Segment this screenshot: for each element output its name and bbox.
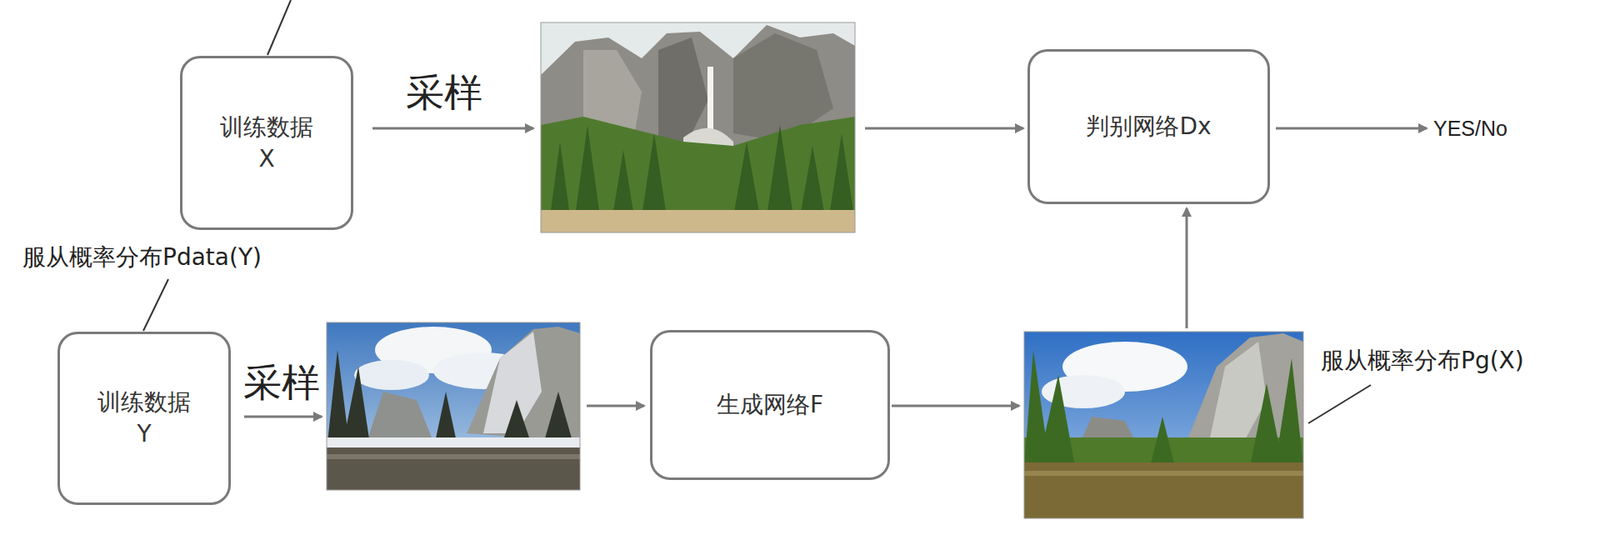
annotation-label: YES/No — [1433, 116, 1508, 141]
annotation-label: 服从概率分布Pg(X) — [1320, 345, 1525, 377]
process-box: 训练数据 X — [180, 55, 354, 230]
box-text: 判别网络Dx — [1085, 110, 1211, 143]
process-box: 生成网络F — [650, 330, 890, 480]
process-box: 判别网络Dx — [1027, 49, 1270, 205]
photo-summer — [1024, 331, 1304, 519]
annotation-label: 采样 — [243, 357, 320, 410]
box-text: 生成网络F — [716, 389, 824, 421]
photo-waterfall — [540, 22, 855, 233]
annotation-label: 服从概率分布Pdata(Y) — [22, 241, 262, 274]
annotation-label: 采样 — [405, 67, 483, 120]
process-box: 训练数据 Y — [57, 331, 231, 505]
box-text: 训练数据 Y — [90, 386, 199, 450]
photo-winter — [326, 322, 580, 490]
box-text: 训练数据 X — [213, 111, 321, 175]
